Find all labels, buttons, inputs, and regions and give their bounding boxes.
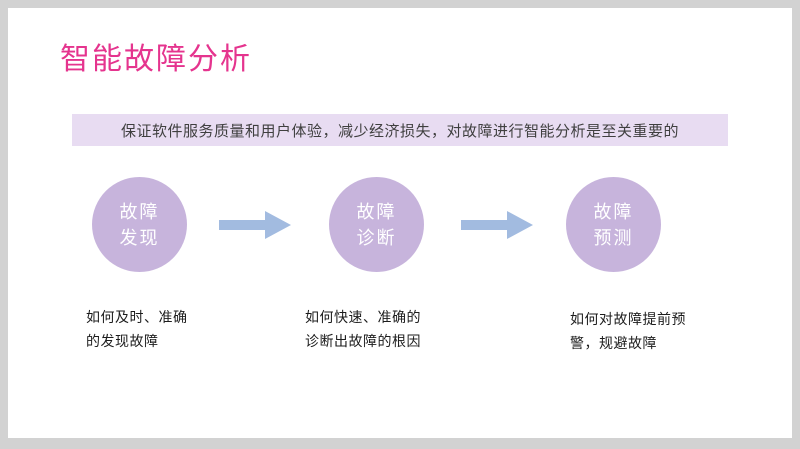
page-title: 智能故障分析 [60,43,252,76]
circle-label-line1: 故障 [593,201,634,222]
arrow-right-icon [219,211,291,239]
banner: 保证软件服务质量和用户体验，减少经济损失，对故障进行智能分析是至关重要的 [72,114,728,146]
caption-fault-prediction: 如何对故障提前预 警，规避故障 [570,307,686,355]
arrow-right-icon [461,211,533,239]
circle-label-line1: 故障 [356,201,397,222]
caption-line2: 诊断出故障的根因 [305,333,421,349]
circle-label-line2: 发现 [119,227,160,248]
slide-canvas: 智能故障分析 保证软件服务质量和用户体验，减少经济损失，对故障进行智能分析是至关… [8,8,792,438]
caption-line1: 如何及时、准确 [86,309,188,325]
caption-line1: 如何对故障提前预 [570,311,686,327]
circle-fault-diagnosis: 故障 诊断 [329,177,424,272]
circle-label-line2: 诊断 [356,227,397,248]
caption-line1: 如何快速、准确的 [305,309,421,325]
circle-fault-discovery: 故障 发现 [92,177,187,272]
circle-label-line2: 预测 [593,227,634,248]
caption-line2: 警，规避故障 [570,335,657,351]
circle-label-line1: 故障 [119,201,160,222]
caption-line2: 的发现故障 [86,333,159,349]
circle-fault-prediction: 故障 预测 [566,177,661,272]
caption-fault-discovery: 如何及时、准确 的发现故障 [86,305,188,353]
caption-fault-diagnosis: 如何快速、准确的 诊断出故障的根因 [305,305,421,353]
banner-text: 保证软件服务质量和用户体验，减少经济损失，对故障进行智能分析是至关重要的 [120,122,679,140]
